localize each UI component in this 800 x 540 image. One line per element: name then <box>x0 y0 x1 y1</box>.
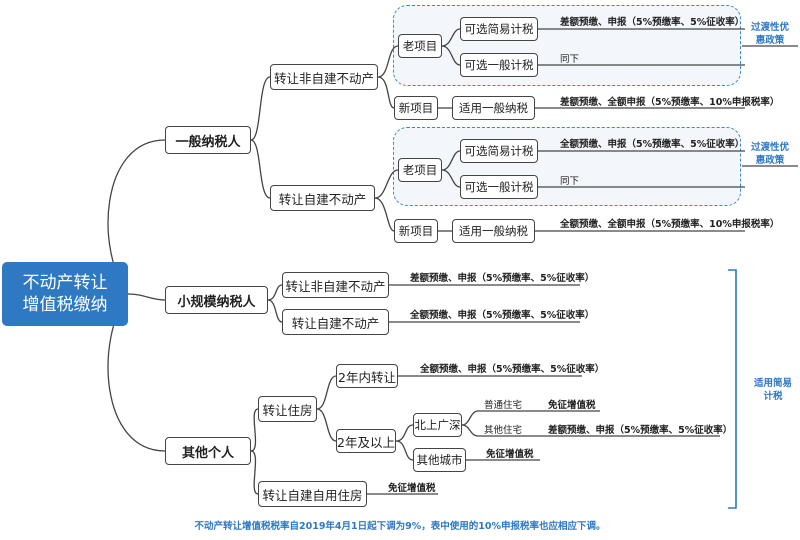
simple-tax-option-2[interactable]: 可选简易计税 <box>460 139 538 163</box>
transition-policy-region-1 <box>393 5 741 86</box>
link-over2-othercity <box>395 440 414 461</box>
small-self-built-node[interactable]: 转让自建不动产 <box>282 309 389 335</box>
footnote: 不动产转让增值税税率自2019年4月1日起下调为9%，表中使用的10%申报税率也… <box>194 521 606 532</box>
link-individual-selfbuilt <box>250 450 259 495</box>
general-method-node-1[interactable]: 适用一般纳税 <box>452 96 535 120</box>
note-self-built-exempt: 免征增值税 <box>388 483 436 494</box>
over-2-years-node[interactable]: 2年及以上 <box>336 429 396 453</box>
bsgs-node[interactable]: 北上广深 <box>413 413 462 437</box>
note-new-2: 全额预缴、全额申报（5%预缴率、10%申报税率） <box>560 219 780 230</box>
link-housing-over2 <box>316 408 337 442</box>
link-over2-bsgs <box>395 424 414 442</box>
note-ordinary-exempt: 免征增值税 <box>548 400 596 411</box>
root-line-2: 增值税缴纳 <box>22 295 108 315</box>
link-nonself-old <box>377 45 399 78</box>
old-project-node-2[interactable]: 老项目 <box>398 158 442 182</box>
note-within-2: 全额预缴、申报（5%预缴率、5%征收率） <box>420 364 605 375</box>
transition-policy-region-2 <box>393 127 741 206</box>
link-old1-general <box>441 45 461 66</box>
link-bsgs-other <box>461 424 479 437</box>
within-2-years-node[interactable]: 2年内转让 <box>336 364 398 388</box>
note-new-1: 差额预缴、全额申报（5%预缴率、10%申报税率） <box>560 97 780 108</box>
transfer-self-built-node[interactable]: 转让自建不动产 <box>270 185 375 211</box>
old-project-node-1[interactable]: 老项目 <box>398 34 442 58</box>
general-method-node-2[interactable]: 适用一般纳税 <box>452 219 535 243</box>
ordinary-residence-label: 普通住宅 <box>484 400 523 411</box>
individual-node[interactable]: 其他个人 <box>165 437 251 465</box>
root-line-1: 不动产转让 <box>22 273 108 293</box>
simple-method-label: 适用简易计税 <box>753 378 792 402</box>
link-self-new <box>374 197 395 232</box>
transition-policy-label-2: 过渡性优惠政策 <box>750 142 789 166</box>
link-small-nonself <box>267 284 283 301</box>
link-old1-simple <box>441 28 461 47</box>
link-nonself-new <box>377 76 395 109</box>
small-taxpayer-node[interactable]: 小规模纳税人 <box>165 286 268 314</box>
note-small-self: 全额预缴、申报（5%预缴率、5%征收率） <box>410 310 595 321</box>
self-built-housing-node[interactable]: 转让自建自用住房 <box>258 481 367 507</box>
link-self-old <box>374 169 399 199</box>
new-project-node-2[interactable]: 新项目 <box>394 219 438 243</box>
link-general-nonself <box>250 76 271 141</box>
link-bsgs-ordinary <box>461 410 479 426</box>
transfer-non-self-built-node[interactable]: 转让非自建不动产 <box>270 64 378 90</box>
simple-tax-option-1[interactable]: 可选简易计税 <box>460 17 538 41</box>
note-other-residence: 差额预缴、申报（5%预缴率、5%征收率） <box>548 425 733 436</box>
transfer-housing-node[interactable]: 转让住房 <box>258 396 317 422</box>
other-city-node[interactable]: 其他城市 <box>413 448 466 472</box>
note-other-city-exempt: 免征增值税 <box>486 449 534 460</box>
note-simple-1: 差额预缴、申报（5%预缴率、5%征收率） <box>560 17 745 28</box>
link-individual-housing <box>250 408 259 452</box>
link-housing-within2 <box>316 375 337 410</box>
new-project-node-1[interactable]: 新项目 <box>394 96 438 120</box>
link-general-self <box>250 139 271 199</box>
transition-policy-label-1: 过渡性优惠政策 <box>750 22 789 46</box>
note-small-non-self: 差额预缴、申报（5%预缴率、5%征收率） <box>410 273 595 284</box>
note-same-1: 同下 <box>560 54 580 65</box>
other-residence-label: 其他住宅 <box>484 425 523 436</box>
link-root-small <box>127 293 166 301</box>
general-tax-option-1[interactable]: 可选一般计税 <box>460 53 538 77</box>
general-tax-option-2[interactable]: 可选一般计税 <box>460 175 538 199</box>
root-node[interactable]: 不动产转让 增值税缴纳 <box>2 262 128 326</box>
link-small-self <box>267 299 283 323</box>
link-old2-general <box>441 169 461 188</box>
note-simple-2: 全额预缴、申报（5%预缴率、5%征收率） <box>560 139 745 150</box>
general-taxpayer-node[interactable]: 一般纳税人 <box>165 126 251 154</box>
simple-method-bracket <box>728 269 737 509</box>
small-non-self-built-node[interactable]: 转让非自建不动产 <box>282 272 389 298</box>
link-old2-simple <box>441 150 461 171</box>
note-same-2: 同下 <box>560 176 580 187</box>
